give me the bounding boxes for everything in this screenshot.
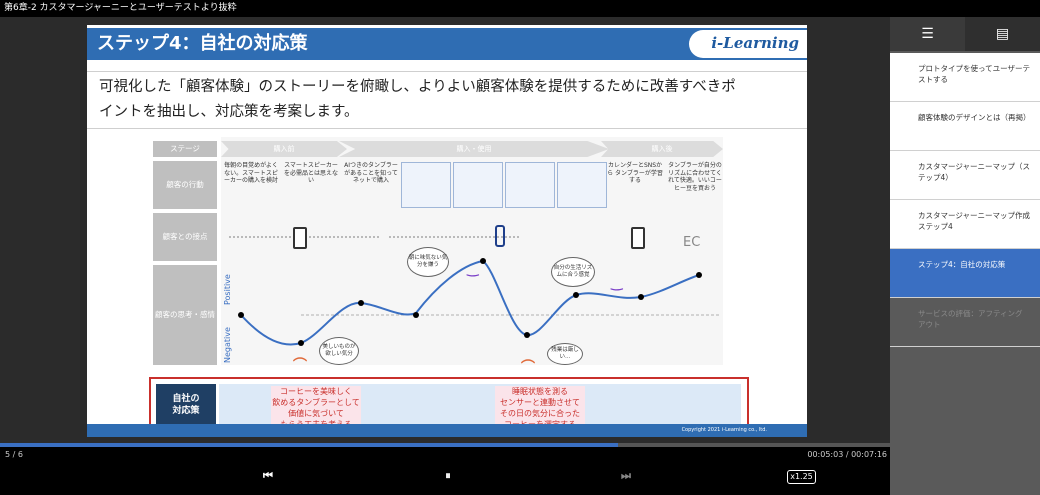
breakfast-image-icon bbox=[505, 162, 555, 208]
chapter-item-4[interactable]: カスタマージャーニーマップ作成 ステップ4 bbox=[890, 200, 1040, 249]
happy-face-icon-2: ‿ bbox=[611, 275, 623, 291]
emotion-bubble-5: 残業は厳しい… bbox=[547, 343, 583, 365]
action-4: カレンダーとSNSから タンブラーが学習する bbox=[607, 162, 663, 184]
time-display: 00:05:03 / 00:07:16 bbox=[807, 450, 887, 459]
phase-pre: 購入前 bbox=[221, 141, 347, 157]
action-2: スマートスピーカーを必需品とは思えない bbox=[283, 162, 338, 184]
chapter-list: プロトタイプを使ってユーザーテストする 顧客体験のデザインとは（再掲） カスタマ… bbox=[890, 53, 1040, 347]
previous-button[interactable]: ⏮ bbox=[263, 469, 273, 482]
chapter-item-5[interactable]: ステップ4：自社の対応策 bbox=[890, 249, 1040, 298]
emotion-bubble-1: 朝に味気ない気分を嫌う bbox=[407, 247, 449, 277]
slide-header: ステップ4：自社の対応策 i-Learning bbox=[87, 28, 807, 60]
emotion-point-3 bbox=[358, 300, 364, 306]
row-label-touchpoint: 顧客との接点 bbox=[153, 213, 217, 261]
phase-use: 購入・使用 bbox=[339, 141, 609, 157]
emotion-bubble-3: 自分の生活リズムに合う感覚 bbox=[551, 257, 595, 287]
logo: i-Learning bbox=[711, 34, 799, 52]
row-label-stage: ステージ bbox=[153, 141, 217, 157]
action-3: AIつきのタンブラーがあることを知ってネットで購入 bbox=[344, 162, 398, 184]
note-icon[interactable]: ▤ bbox=[995, 26, 1010, 42]
slide-title: ステップ4：自社の対応策 bbox=[97, 33, 308, 54]
happy-face-icon: ‿ bbox=[467, 261, 479, 277]
chapter-item-1[interactable]: プロトタイプを使ってユーザーテストする bbox=[890, 53, 1040, 102]
emotion-point-5 bbox=[480, 258, 486, 264]
countermeasure-band: コーヒーを美味しく 飲めるタンブラーとして 価値に気づいて もらう工夫を考える … bbox=[219, 384, 741, 430]
sad-face-icon: ︵ bbox=[293, 348, 307, 364]
chapter-item-3[interactable]: カスタマージャーニーマップ（ステップ4） bbox=[890, 151, 1040, 200]
chapter-item-2[interactable]: 顧客体験のデザインとは（再掲） bbox=[890, 102, 1040, 151]
description-line-2: イントを抽出し、対応策を考案します。 bbox=[99, 104, 359, 120]
slide-counter: 5 / 6 bbox=[5, 450, 23, 459]
window-title: 第6章-2 カスタマージャーニーとユーザーテストより抜粋 bbox=[0, 0, 1040, 17]
emotion-point-6 bbox=[524, 332, 530, 338]
coffee-image-icon bbox=[557, 162, 607, 208]
row-label-action: 顧客の行動 bbox=[153, 161, 217, 209]
countermeasure-row: 自社の 対応策 コーヒーを美味しく 飲めるタンブラーとして 価値に気づいて もら… bbox=[149, 377, 749, 431]
slide-description: 可視化した「顧客体験」のストーリーを俯瞰し、よりよい顧客体験を提供するために改善… bbox=[87, 71, 807, 129]
axis-positive: Positive bbox=[223, 274, 232, 305]
emotion-point-8 bbox=[638, 294, 644, 300]
emotion-point-4 bbox=[413, 312, 419, 318]
row-label-emotion: 顧客の思考・感情 bbox=[153, 265, 217, 365]
emotion-point-2 bbox=[298, 340, 304, 346]
phone-icon bbox=[293, 227, 307, 249]
description-line-1: 可視化した「顧客体験」のストーリーを俯瞰し、よりよい顧客体験を提供するために改善… bbox=[99, 79, 736, 95]
slide-footer: Copyright 2021 i-Learning co., ltd. bbox=[87, 424, 807, 437]
pause-button[interactable]: ⏸ bbox=[445, 469, 451, 482]
emotion-point-9 bbox=[696, 272, 702, 278]
chapter-item-6: サービスの評価：アフティングアウト bbox=[890, 298, 1040, 347]
emotion-point-7 bbox=[573, 292, 579, 298]
tumbler-icon bbox=[495, 225, 505, 247]
emotion-bubble-4: 美しいものが欲しい気分 bbox=[319, 337, 359, 365]
sleep-image-icon bbox=[401, 162, 451, 208]
action-1: 毎朝の目覚めがよくない。スマートスピーカーの購入を検討 bbox=[223, 162, 278, 184]
phase-post: 購入後 bbox=[601, 141, 723, 157]
countermeasure-text-2: 睡眠状態を測る センサーと連動させて その日の気分に合った コーヒーを選定する bbox=[495, 386, 585, 430]
axis-negative: Negative bbox=[223, 327, 232, 363]
sidebar: ☰ ▤ プロトタイプを使ってユーザーテストする 顧客体験のデザインとは（再掲） … bbox=[890, 17, 1040, 495]
speed-button[interactable]: x1.25 bbox=[787, 470, 816, 484]
logo-box: i-Learning bbox=[689, 30, 807, 58]
countermeasure-label: 自社の 対応策 bbox=[156, 384, 216, 426]
next-button[interactable]: ⏭ bbox=[621, 469, 631, 482]
journey-map: ステージ 顧客の行動 顧客との接点 顧客の思考・感情 購入前 購入・使用 購入後… bbox=[153, 137, 723, 407]
action-5: タンブラーが自分のリズムに合わせてくれて快適。いいコーヒー豆を買おう bbox=[668, 162, 722, 192]
phone-icon-2 bbox=[631, 227, 645, 249]
list-icon[interactable]: ☰ bbox=[890, 17, 965, 51]
sad-face-icon-2: ︵ bbox=[521, 350, 535, 366]
progress-fill bbox=[0, 443, 618, 447]
bird-image-icon bbox=[453, 162, 503, 208]
slide: ステップ4：自社の対応策 i-Learning 可視化した「顧客体験」のストーリ… bbox=[87, 25, 807, 437]
emotion-point-1 bbox=[238, 312, 244, 318]
progress-bar[interactable] bbox=[0, 443, 890, 447]
player-controls: 5 / 6 00:05:03 / 00:07:16 ⏮ ⏸ ⏭ x1.25 bbox=[0, 447, 890, 495]
sidebar-tabs: ☰ ▤ bbox=[890, 17, 1040, 51]
ec-label: EC bbox=[683, 235, 701, 250]
video-stage[interactable]: ステップ4：自社の対応策 i-Learning 可視化した「顧客体験」のストーリ… bbox=[0, 17, 890, 443]
map-body: 購入前 購入・使用 購入後 毎朝の目覚めがよくない。スマートスピーカーの購入を検… bbox=[221, 137, 723, 366]
journey-svg bbox=[229, 236, 721, 346]
